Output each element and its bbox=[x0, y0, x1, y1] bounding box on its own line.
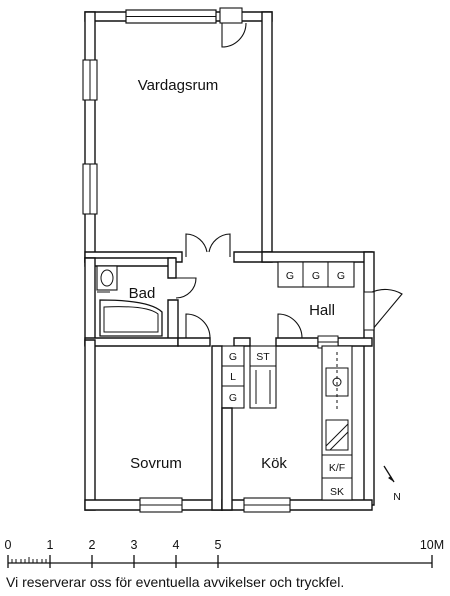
kitchen-counter: K/F SK bbox=[321, 345, 353, 501]
scale-label-0: 0 bbox=[5, 538, 12, 552]
storage-label: ST bbox=[256, 351, 270, 363]
scale-bar: 0 1 2 3 4 5 10M bbox=[5, 538, 444, 568]
entrance-door bbox=[363, 288, 403, 331]
scale-label-10m: 10M bbox=[420, 538, 444, 552]
broom-cupboard-label: SK bbox=[330, 486, 344, 498]
wardrobe-label-2: G bbox=[312, 270, 320, 282]
scale-label-5: 5 bbox=[215, 538, 222, 552]
window-top bbox=[125, 9, 217, 24]
wardrobe-label-3: G bbox=[337, 270, 345, 282]
scale-label-2: 2 bbox=[89, 538, 96, 552]
window-left bbox=[82, 163, 98, 215]
window-left-upper bbox=[82, 59, 98, 101]
fridge-freezer-label: K/F bbox=[329, 462, 345, 474]
room-label-living: Vardagsrum bbox=[138, 77, 219, 94]
room-label-bath: Bad bbox=[129, 285, 156, 302]
north-arrow-icon: N bbox=[383, 465, 401, 503]
bedroom-walls bbox=[84, 339, 223, 511]
bedroom-door bbox=[185, 313, 211, 339]
window-kitchen bbox=[243, 497, 291, 513]
living-room-walls bbox=[84, 11, 273, 263]
closet-label-g1: G bbox=[229, 351, 237, 363]
disclaimer-text: Vi reserverar oss för eventuella avvikel… bbox=[6, 574, 344, 590]
room-label-kitchen: Kök bbox=[261, 455, 287, 472]
window-bedroom bbox=[139, 497, 183, 513]
wardrobe-label-1: G bbox=[286, 270, 294, 282]
storage-cupboard: ST bbox=[249, 345, 277, 409]
scale-label-1: 1 bbox=[47, 538, 54, 552]
scale-label-3: 3 bbox=[131, 538, 138, 552]
scale-minor-ticks bbox=[11, 557, 47, 563]
hall-wardrobes: G G G bbox=[277, 261, 355, 288]
bath-door bbox=[175, 277, 197, 299]
hall-walls bbox=[84, 251, 375, 506]
north-label: N bbox=[393, 491, 401, 503]
room-label-bedroom: Sovrum bbox=[130, 455, 182, 472]
living-double-door bbox=[185, 233, 231, 257]
closet-label-l: L bbox=[230, 371, 236, 383]
closet-label-g2: G bbox=[229, 392, 237, 404]
scale-label-4: 4 bbox=[173, 538, 180, 552]
room-label-hall: Hall bbox=[309, 302, 335, 319]
bedroom-closets: G L G bbox=[221, 345, 245, 409]
balcony-door bbox=[219, 7, 247, 48]
kitchen-door bbox=[277, 313, 303, 339]
bath-fixtures bbox=[96, 265, 163, 337]
